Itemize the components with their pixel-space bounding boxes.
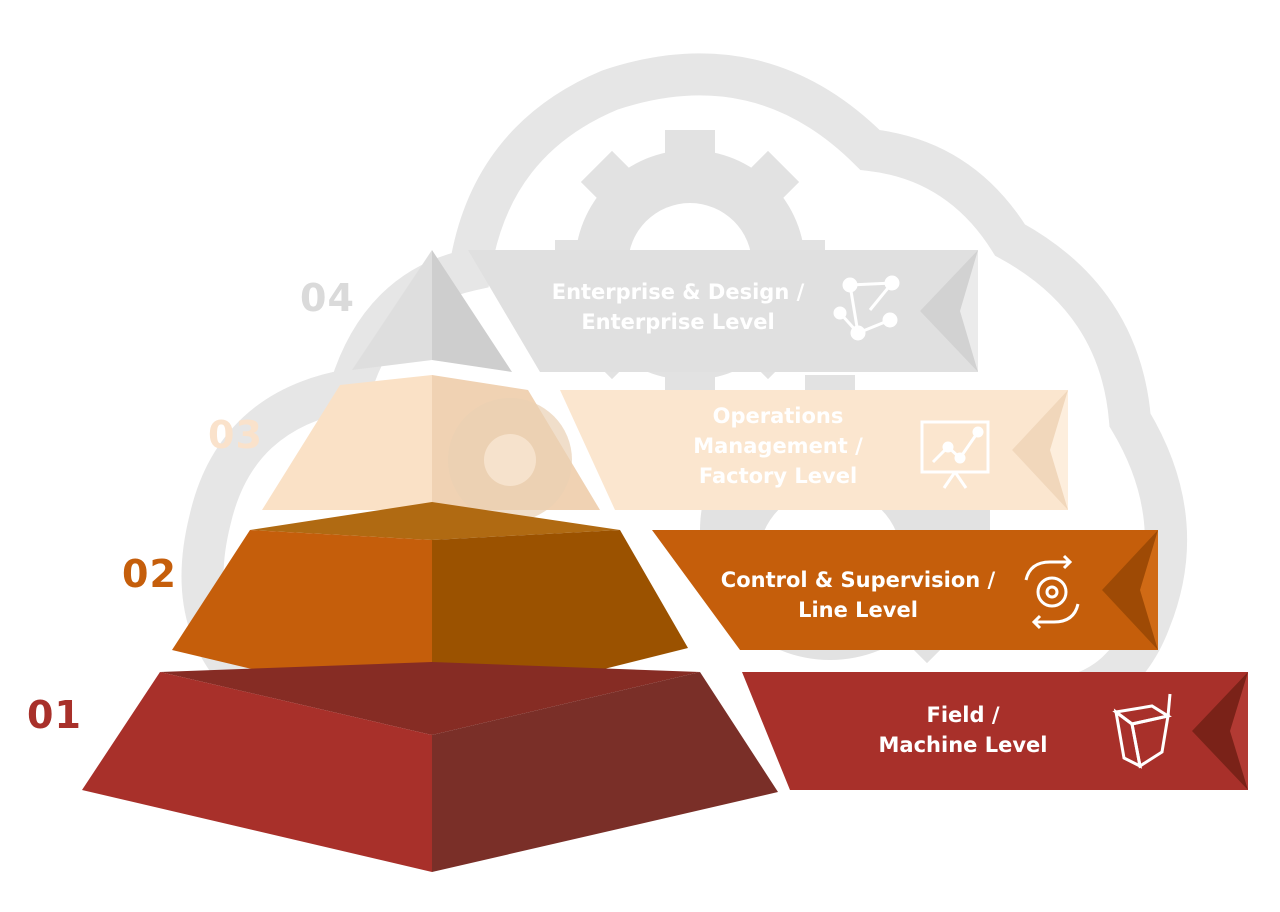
level-number-01: 01 [27, 693, 82, 737]
level-label-04-line1: Enterprise & Design / [551, 280, 805, 304]
level-label-01-line2: Machine Level [878, 733, 1048, 757]
banner-level-02 [652, 530, 1158, 650]
banner-level-03 [560, 390, 1068, 510]
level-label-03-line2: Management / [693, 434, 863, 458]
box-icon [1112, 693, 1172, 769]
pyramid-tier-01 [82, 662, 778, 872]
level-number-04: 04 [300, 276, 355, 320]
level-label-04-line2: Enterprise Level [581, 310, 775, 334]
level-label-01-line1: Field / [926, 703, 1000, 727]
pyramid-tier-03 [262, 375, 600, 522]
level-label-04: Enterprise & Design / Enterprise Level [520, 277, 836, 337]
banner-level-01 [742, 672, 1248, 790]
gear-cycle-icon [1024, 554, 1080, 630]
level-label-02-line2: Line Level [798, 598, 918, 622]
level-label-03-line1: Operations [712, 404, 844, 428]
level-label-02-line1: Control & Supervision / [720, 568, 996, 592]
cloud-gears-icon [181, 53, 1187, 721]
presentation-chart-icon [920, 420, 990, 489]
level-label-03-line3: Factory Level [698, 464, 858, 488]
level-label-03: Operations Management / Factory Level [660, 401, 896, 491]
level-number-02: 02 [122, 552, 177, 596]
network-nodes-icon [833, 275, 900, 341]
level-number-03: 03 [208, 413, 263, 457]
level-label-02: Control & Supervision / Line Level [700, 565, 1016, 625]
level-label-01: Field / Machine Level [838, 700, 1088, 760]
pyramid-tier-04 [352, 250, 512, 372]
